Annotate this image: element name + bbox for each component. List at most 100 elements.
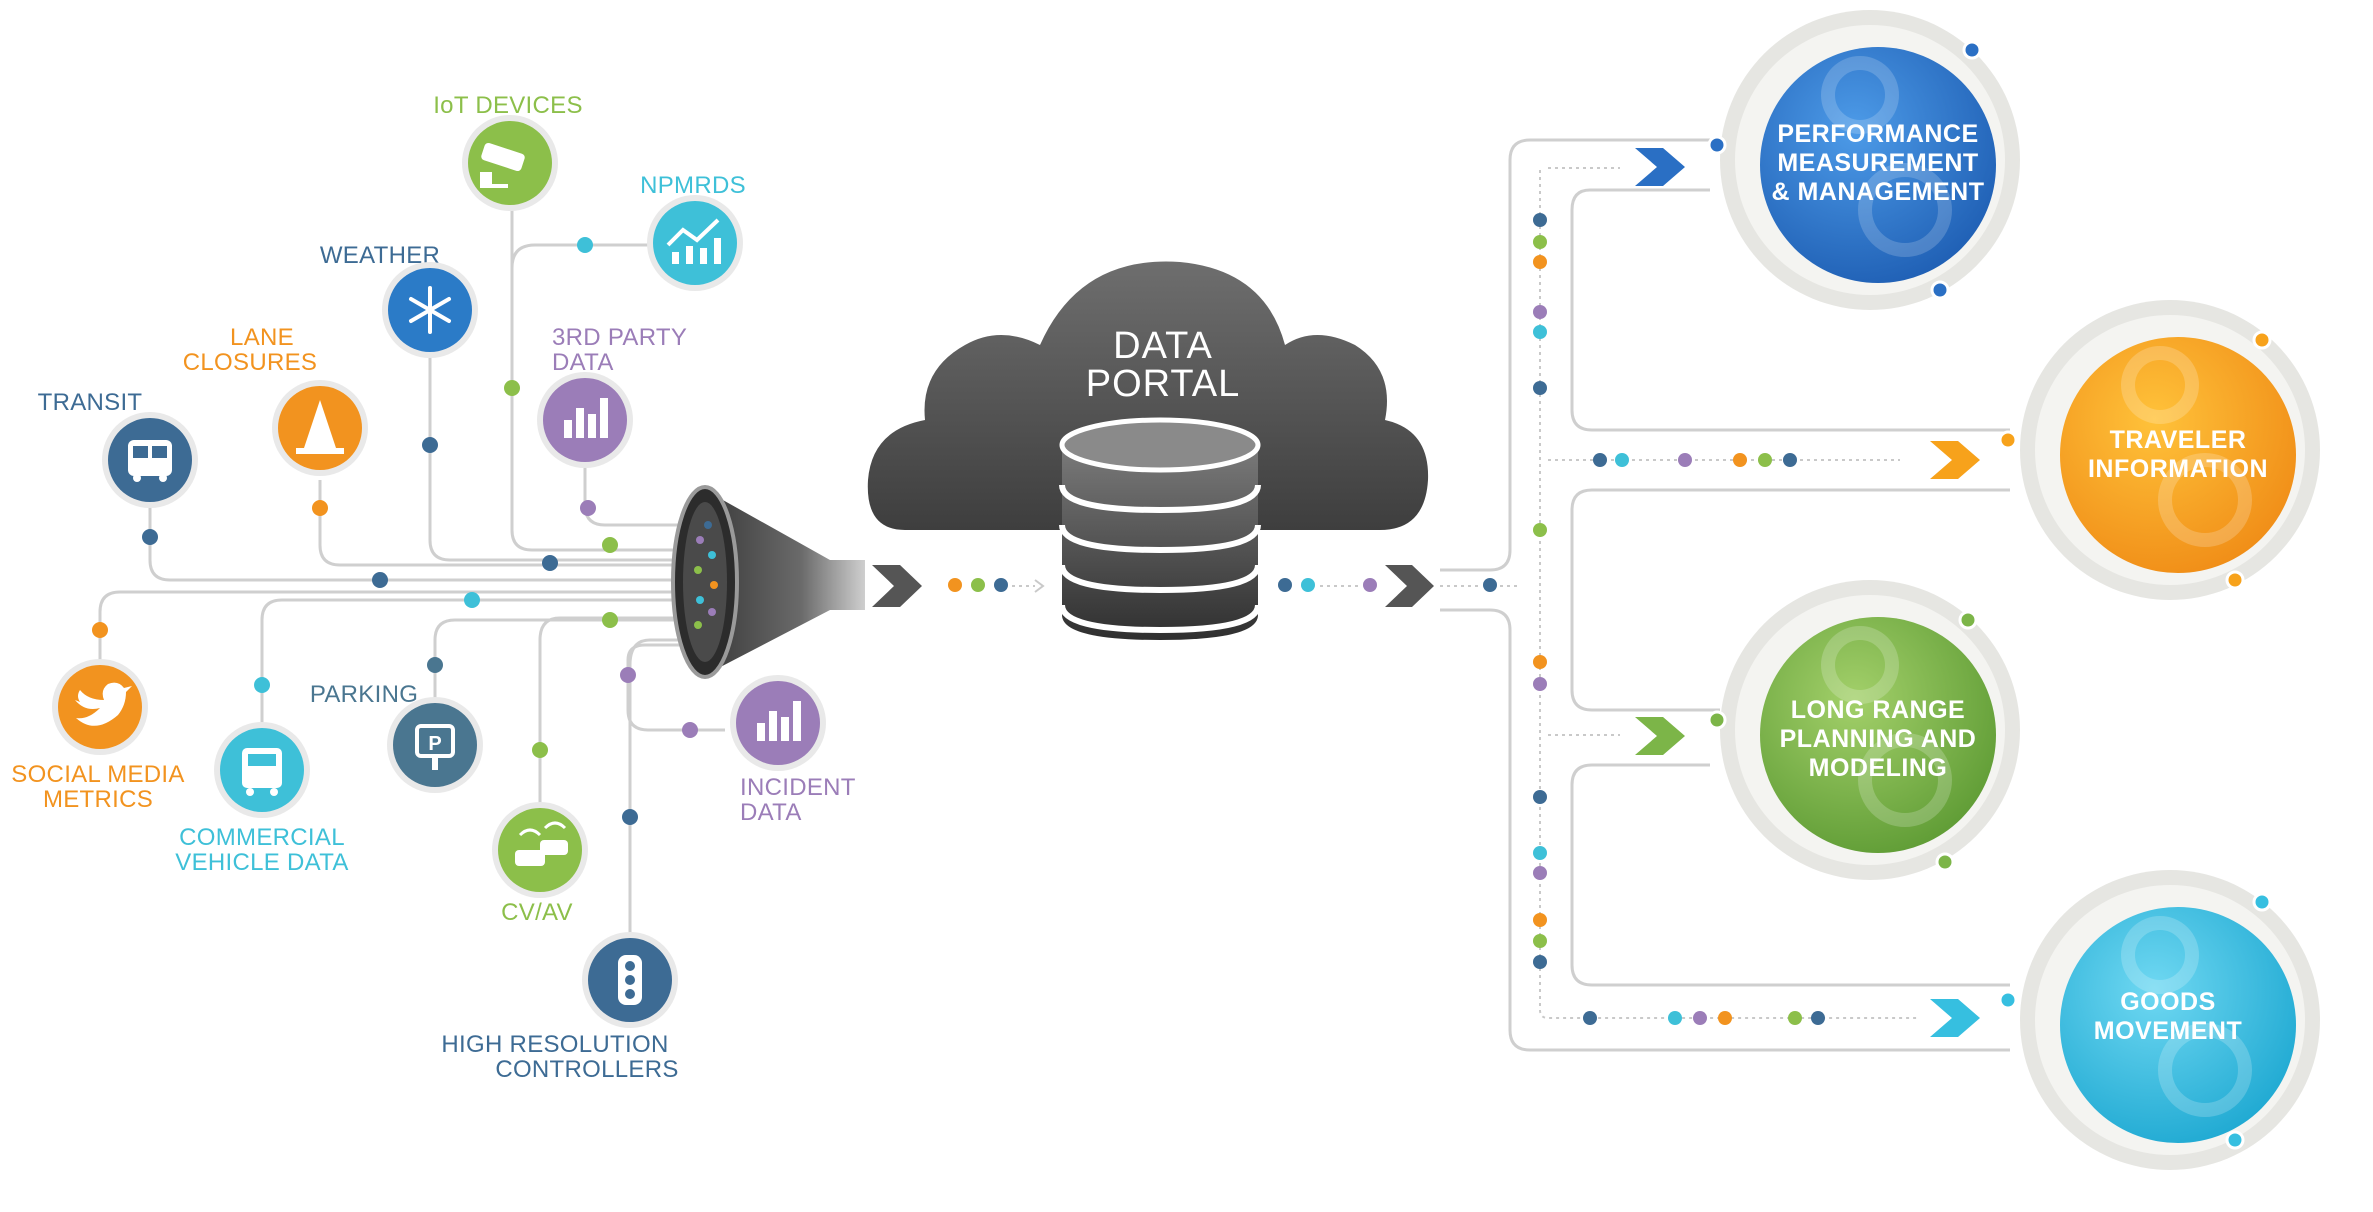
dot [602, 537, 618, 553]
bus-icon [128, 440, 172, 482]
connector-incident [626, 643, 725, 732]
chevron-right-icon [1930, 441, 1980, 479]
output-performance-line1: PERFORMANCE [1777, 120, 1978, 148]
traffic-cone-icon [296, 400, 344, 454]
output-planning-line2: PLANNING AND [1780, 725, 1977, 753]
dot [254, 677, 270, 693]
dot [427, 657, 443, 673]
bird-icon [75, 682, 132, 726]
output-performance-line3: & MANAGEMENT [1772, 178, 1985, 206]
snowflake-icon [409, 286, 451, 334]
camera-icon [480, 142, 525, 188]
chevron-right-icon [1930, 999, 1980, 1037]
output-chevrons [1635, 148, 1980, 1037]
bar-chart-icon [757, 701, 801, 741]
gear-icon [2121, 346, 2252, 547]
connector-lane [318, 480, 680, 567]
dot [622, 809, 638, 825]
portal-title-line1: DATA [1113, 325, 1213, 367]
source-parking-label: PARKING [310, 681, 418, 708]
source-parking: PARKING P [310, 681, 483, 793]
dot [602, 612, 618, 628]
output-traveler: TRAVELER INFORMATION [1998, 300, 2320, 600]
connector-npmrds [510, 243, 650, 269]
flow-dots-out [1278, 565, 1520, 607]
parking-sign-icon: P [415, 724, 455, 770]
dot [682, 722, 698, 738]
output-goods: GOODS MOVEMENT [1998, 870, 2320, 1170]
output-dots [1533, 213, 1825, 1025]
dot [464, 592, 480, 608]
source-controllers-line1: HIGH RESOLUTION [441, 1031, 668, 1058]
connector-controllers [628, 638, 690, 935]
gear-icon [1821, 626, 1952, 827]
connector-cvav [538, 616, 680, 810]
dot [372, 572, 388, 588]
gear-icon [1821, 56, 1952, 257]
source-npmrds: NPMRDS [640, 172, 746, 291]
dot [504, 380, 520, 396]
source-transit: TRANSIT [38, 389, 198, 508]
source-lane: LANE CLOSURES [183, 324, 368, 476]
chevron-right-icon [872, 565, 922, 607]
source-cvav: CV/AV [492, 802, 588, 926]
dot [577, 237, 593, 253]
bar-chart-icon [564, 398, 608, 438]
connector-weather [428, 345, 680, 562]
source-commercial-line2: VEHICLE DATA [175, 849, 348, 876]
database-icon [1059, 417, 1261, 640]
gear-icon [2121, 916, 2252, 1117]
source-npmrds-label: NPMRDS [640, 172, 746, 199]
source-incident-line2: DATA [740, 799, 802, 826]
dot [312, 500, 328, 516]
source-social-line2: METRICS [43, 786, 153, 813]
source-controllers-line2: CONTROLLERS [495, 1056, 678, 1083]
source-lane-line1: LANE [230, 324, 294, 351]
dot [92, 622, 108, 638]
source-third-party-line2: DATA [552, 349, 614, 376]
output-planning: LONG RANGE PLANNING AND MODELING [1707, 580, 2020, 880]
source-social-line1: SOCIAL MEDIA [11, 761, 184, 788]
output-performance-line2: MEASUREMENT [1777, 149, 1978, 177]
dot [532, 742, 548, 758]
output-traveler-line2: INFORMATION [2088, 455, 2268, 483]
output-planning-line3: MODELING [1809, 754, 1948, 782]
source-dots [92, 237, 698, 825]
funnel [671, 485, 922, 679]
dot [620, 667, 636, 683]
funnel-dots [694, 521, 718, 629]
source-commercial: COMMERCIAL VEHICLE DATA [175, 722, 348, 876]
connector-parking [433, 618, 680, 700]
truck-icon [242, 748, 282, 796]
connector-transit [148, 490, 680, 582]
output-traveler-line1: TRAVELER [2110, 426, 2247, 454]
source-incident: INCIDENT DATA [730, 675, 855, 826]
chevron-right-icon [1385, 565, 1434, 607]
source-transit-label: TRANSIT [38, 389, 143, 416]
flow-dots-in [948, 578, 1045, 593]
dot [542, 555, 558, 571]
svg-text:P: P [428, 733, 441, 755]
data-portal-cloud: DATA PORTAL [867, 261, 1429, 530]
source-weather: WEATHER [320, 242, 478, 358]
source-commercial-line1: COMMERCIAL [179, 824, 345, 851]
connector-iot [510, 200, 680, 552]
source-cvav-label: CV/AV [501, 899, 573, 926]
source-social: SOCIAL MEDIA METRICS [11, 659, 184, 813]
trend-chart-icon [666, 218, 721, 264]
dot [142, 529, 158, 545]
output-planning-line1: LONG RANGE [1791, 696, 1965, 724]
output-goods-line1: GOODS [2120, 988, 2216, 1016]
dot [422, 437, 438, 453]
source-iot-label: IoT DEVICES [433, 92, 583, 119]
portal-title-line2: PORTAL [1086, 363, 1241, 405]
connector-commercial [260, 598, 680, 730]
connector-social [98, 590, 680, 660]
source-third-party-line1: 3RD PARTY [552, 324, 687, 351]
output-connectors [1440, 138, 2010, 1052]
source-controllers: HIGH RESOLUTION CONTROLLERS [441, 932, 678, 1083]
connected-cars-icon [515, 821, 568, 866]
source-third-party: 3RD PARTY DATA [537, 324, 687, 468]
